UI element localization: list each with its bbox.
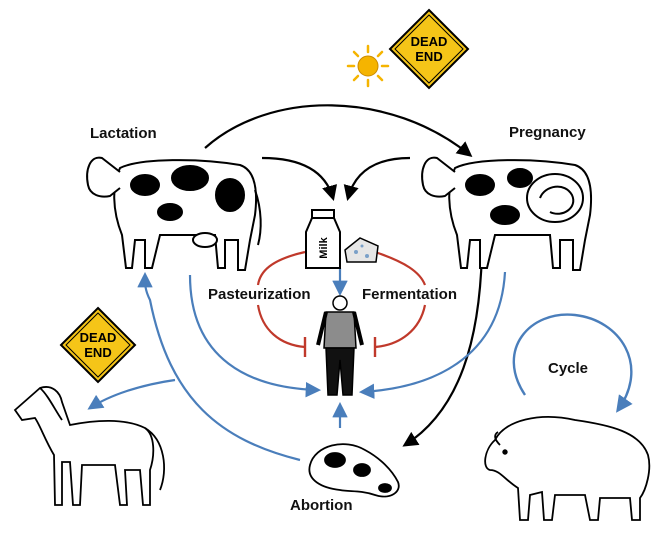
- dead-end-sign-icon: DEAD END: [388, 8, 470, 90]
- fermentation-inhibit-top: [374, 250, 427, 286]
- fermentation-inhibit-bottom: [374, 304, 427, 349]
- cow-pregnancy-icon: [421, 156, 593, 271]
- lactation-label: Lactation: [90, 125, 157, 142]
- left-sign-line2: END: [84, 345, 111, 360]
- lactation-to-milk-arrow: [261, 156, 338, 201]
- cheese-icon: [344, 237, 379, 263]
- aborted-calf-icon: [308, 443, 400, 498]
- left-sign-line1: DEAD: [80, 330, 117, 345]
- human-icon: [316, 295, 364, 396]
- bison-icon: [484, 416, 651, 521]
- pregnancy-to-abortion-arrow: [402, 249, 484, 447]
- sun-icon: [346, 44, 390, 88]
- pasteurization-label: Pasteurization: [208, 286, 311, 303]
- to-horse-arrow: [87, 378, 176, 410]
- abortion-label: Abortion: [290, 497, 353, 514]
- milk-bottle-label: Milk: [318, 236, 330, 258]
- bison-cycle-arrow: [512, 313, 633, 413]
- dead-end-sign-icon: DEAD END: [59, 306, 137, 384]
- cycle-label: Cycle: [548, 360, 589, 377]
- pregnancy-to-human-arrow: [358, 271, 507, 399]
- horse-icon: [13, 386, 166, 506]
- pasteurization-inhibit-bottom: [256, 304, 306, 349]
- pregnancy-label: Pregnancy: [509, 124, 586, 141]
- lactation-to-pregnancy-arrow: [204, 104, 473, 157]
- lactation-to-human-arrow: [188, 274, 322, 398]
- top-sign-line1: DEAD: [411, 34, 448, 49]
- milk-bottle-icon: Milk: [305, 209, 341, 269]
- fermentation-label: Fermentation: [362, 286, 458, 303]
- top-sign-line2: END: [415, 49, 442, 64]
- pasteurization-inhibit-top: [256, 250, 306, 286]
- abortion-to-lactation-arrow: [137, 271, 301, 462]
- pregnancy-to-milk-arrow: [343, 156, 411, 201]
- cow-lactation-icon: [86, 156, 262, 271]
